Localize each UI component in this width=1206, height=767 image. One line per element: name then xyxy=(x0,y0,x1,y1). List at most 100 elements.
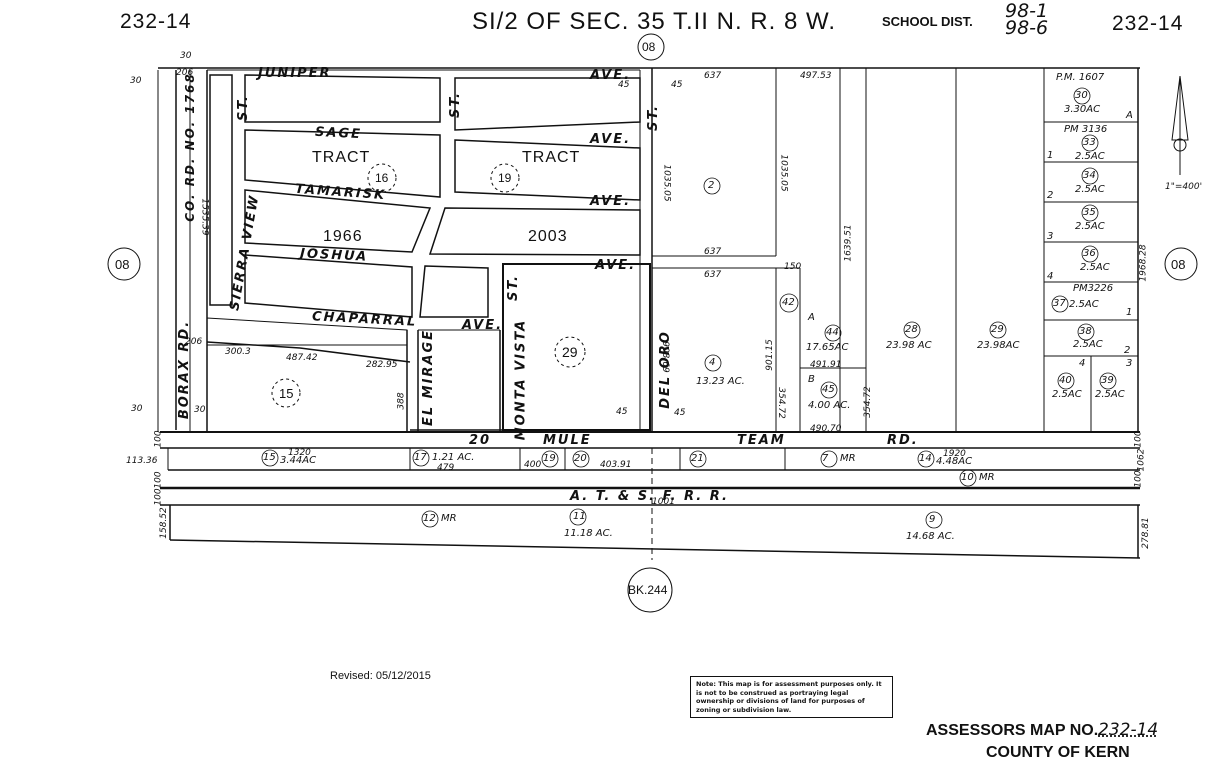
parcel-15b[interactable]: 15 xyxy=(263,452,276,463)
street-ave-5: AVE. xyxy=(462,318,504,333)
dim-637b: 637 xyxy=(704,247,722,257)
lot-number-r3: 3 xyxy=(1126,358,1133,369)
book-ref-top[interactable]: 08 xyxy=(642,40,656,54)
street-st-4: ST. xyxy=(505,274,521,301)
parcel-2[interactable]: 2 xyxy=(708,180,715,191)
street-st-2: ST. xyxy=(447,91,463,118)
street-el-mirage: EL MIRAGE xyxy=(421,328,437,427)
parcel-39[interactable]: 39 xyxy=(1101,375,1114,386)
street-co-rd: CO. RD. NO. 1768 xyxy=(182,72,197,222)
parcel-35[interactable]: 35 xyxy=(1083,207,1096,218)
dim-491-91: 491.91 xyxy=(810,360,842,370)
parcel-17-acres: 1.21 AC. xyxy=(432,452,475,463)
parcel-7[interactable]: 7 xyxy=(822,453,829,464)
parcel-19b[interactable]: 19 xyxy=(543,453,556,464)
map-number-right: 232-14 xyxy=(1112,12,1184,35)
dim-45d: 45 xyxy=(674,408,686,418)
dim-100d: 100 xyxy=(1133,470,1144,488)
dim-388: 388 xyxy=(396,392,407,410)
dim-1639-51: 1639.51 xyxy=(843,224,854,262)
street-st-3: ST. xyxy=(645,104,661,131)
parcel-17[interactable]: 17 xyxy=(414,452,427,463)
parcel-15[interactable]: 15 xyxy=(279,386,294,401)
dim-100e: 100 xyxy=(153,488,164,506)
parcel-34-acres: 2.5AC xyxy=(1075,184,1105,195)
dim-45a: 45 xyxy=(618,80,630,90)
street-sage: SAGE xyxy=(314,124,363,143)
parcel-28[interactable]: 28 xyxy=(905,324,918,335)
dim-1035-05a: 1035.05 xyxy=(661,164,672,202)
parcel-14[interactable]: 14 xyxy=(919,453,932,464)
street-mule: MULE xyxy=(543,433,592,448)
dim-400: 400 xyxy=(524,460,542,470)
lot-number-l1: 1 xyxy=(1047,150,1054,161)
parcel-38[interactable]: 38 xyxy=(1079,326,1092,337)
section-title: SI/2 OF SEC. 35 T.II N. R. 8 W. xyxy=(472,8,836,35)
lot-number-r2: 2 xyxy=(1124,345,1131,356)
parcel-20[interactable]: 20 xyxy=(574,453,587,464)
assessor-map-number: 232-14 xyxy=(1098,720,1159,740)
parcel-44[interactable]: 44 xyxy=(826,327,839,338)
assessor-map-label: ASSESSORS MAP NO. xyxy=(926,722,1099,739)
scale-label: 1"=400' xyxy=(1165,182,1203,192)
parcel-33[interactable]: 33 xyxy=(1083,137,1096,148)
dim-354-72b: 354.72 xyxy=(862,386,873,418)
parcel-29b[interactable]: 29 xyxy=(991,324,1004,335)
dim-1320: 1320 xyxy=(288,448,311,458)
lot-letter-b1: B xyxy=(808,374,815,385)
parcel-30[interactable]: 30 xyxy=(1075,90,1088,101)
parcel-42[interactable]: 42 xyxy=(782,297,795,308)
parcel-9-acres: 14.68 AC. xyxy=(906,531,955,542)
dim-300-3: 300.3 xyxy=(225,347,251,357)
street-st-1: ST. xyxy=(235,94,251,121)
street-juniper: JUNIPER xyxy=(258,66,332,81)
parcel-37[interactable]: 37 xyxy=(1053,298,1066,309)
parcel-4[interactable]: 4 xyxy=(709,357,716,368)
book-ref-left[interactable]: 08 xyxy=(115,257,130,272)
railroad-label: A. T. & S. F. R. R. xyxy=(570,489,729,504)
dim-30a: 30 xyxy=(180,51,192,61)
revised-date: Revised: 05/12/2015 xyxy=(330,670,431,682)
parcel-39-acres: 2.5AC xyxy=(1095,389,1125,400)
dim-490-70: 490.70 xyxy=(810,424,842,434)
dim-1001: 1001 xyxy=(652,497,675,507)
disclaimer-note: Note: This map is for assessment purpose… xyxy=(690,676,893,718)
parcel-37-acres: 2.5AC xyxy=(1069,299,1099,310)
parcel-10[interactable]: 10 xyxy=(961,472,974,483)
parcel-11[interactable]: 11 xyxy=(573,511,586,522)
dim-100c: 100 xyxy=(1133,430,1144,448)
book-ref-bottom[interactable]: BK.244 xyxy=(628,583,668,597)
parcel-19[interactable]: 19 xyxy=(498,171,512,185)
dim-1535-39: 1535.39 xyxy=(199,198,210,236)
parcel-map-1607: P.M. 1607 xyxy=(1056,72,1105,83)
dim-30d: 30 xyxy=(194,405,206,415)
dim-637c: 637 xyxy=(704,270,722,280)
tract-label-a: TRACT xyxy=(312,149,371,166)
parcel-29a[interactable]: 29 xyxy=(562,344,578,360)
street-borax-rd: BORAX RD. xyxy=(177,319,193,420)
parcel-12[interactable]: 12 xyxy=(423,513,436,524)
dim-30c: 30 xyxy=(131,404,143,414)
parcel-36[interactable]: 36 xyxy=(1083,248,1096,259)
parcel-34[interactable]: 34 xyxy=(1083,170,1096,181)
parcel-45[interactable]: 45 xyxy=(822,384,835,395)
parcel-40-acres: 2.5AC xyxy=(1052,389,1082,400)
dim-45b: 45 xyxy=(671,80,683,90)
parcel-33-acres: 2.5AC xyxy=(1075,151,1105,162)
parcel-29b-acres: 23.98AC xyxy=(977,340,1020,351)
parcel-16[interactable]: 16 xyxy=(375,171,389,185)
dim-901-15: 901.15 xyxy=(764,339,775,371)
parcel-9[interactable]: 9 xyxy=(929,514,936,525)
street-team: TEAM xyxy=(737,433,786,448)
parcel-21[interactable]: 21 xyxy=(691,453,704,464)
street-ave-3: AVE. xyxy=(590,194,632,209)
parcel-40[interactable]: 40 xyxy=(1059,375,1072,386)
school-dist-2: 98-6 xyxy=(1005,17,1049,39)
book-ref-right[interactable]: 08 xyxy=(1171,257,1186,272)
tract-number-b: 2003 xyxy=(528,228,568,245)
lot-number-r1: 1 xyxy=(1126,307,1133,318)
parcel-45-acres: 4.00 AC. xyxy=(808,400,851,411)
parcel-35-acres: 2.5AC xyxy=(1075,221,1105,232)
parcel-28-acres: 23.98 AC xyxy=(886,340,932,351)
